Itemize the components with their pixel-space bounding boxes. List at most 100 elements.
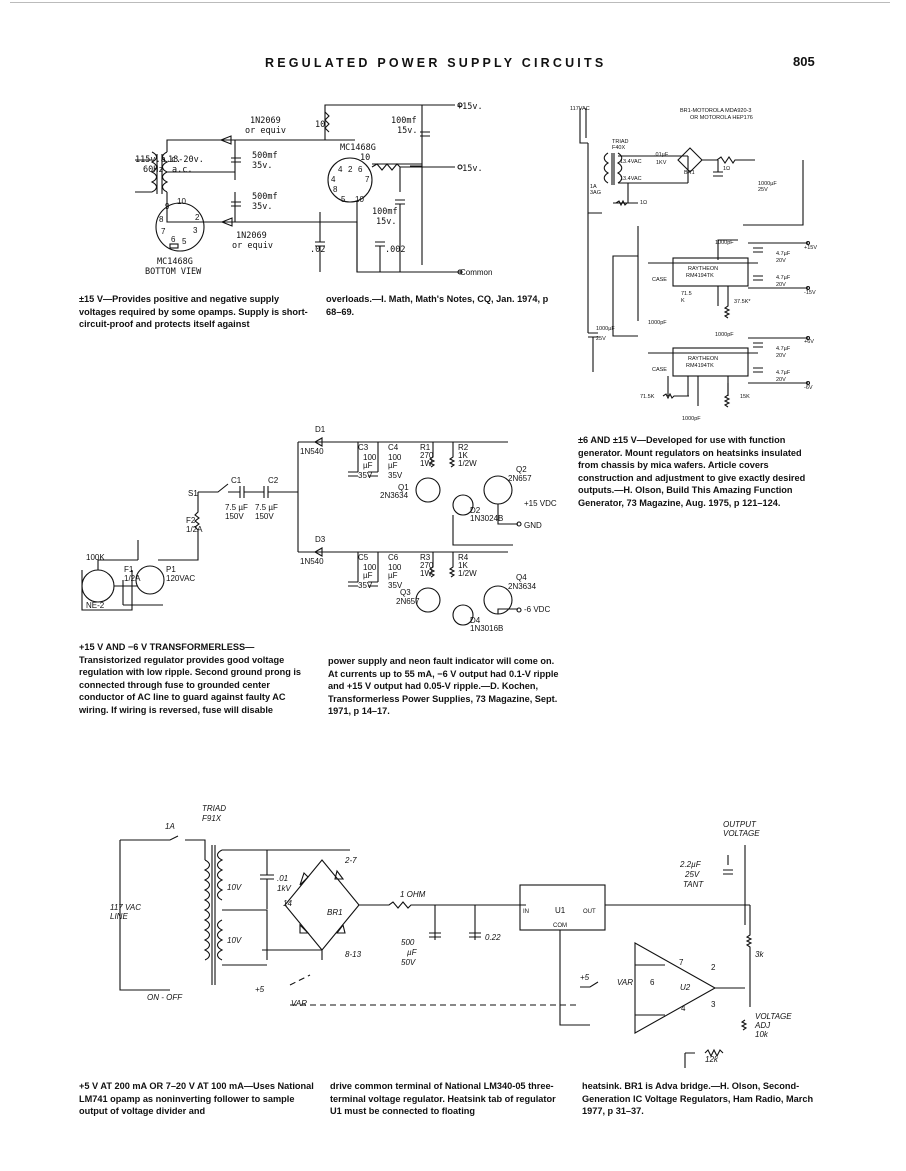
- label: Common: [460, 268, 492, 277]
- running-header: REGULATED POWER SUPPLY CIRCUITS: [265, 56, 607, 70]
- regulator-ic-1: [672, 257, 749, 287]
- label: 3k: [755, 950, 764, 959]
- label: 1N540: [300, 447, 324, 456]
- label: 1W: [420, 569, 432, 578]
- label: 10k: [755, 1030, 769, 1039]
- label: 100mf: [372, 207, 398, 217]
- label: MC1468G: [157, 257, 193, 267]
- label: 1000pF: [715, 332, 734, 338]
- label: RM4194TK: [686, 363, 714, 369]
- label: 2N657: [396, 597, 420, 606]
- diagram4-labels: TRIAD F91X 1A 117 VAC LINE ON - OFF 10V …: [110, 804, 792, 1064]
- caption-pm15v-col1: ±15 V—Provides positive and negative sup…: [79, 294, 308, 330]
- label: Q4: [516, 573, 527, 582]
- label: 500: [401, 938, 415, 947]
- label: 1K: [458, 561, 468, 570]
- label: C5: [358, 553, 369, 562]
- label: 14: [283, 899, 292, 908]
- label: .002: [385, 245, 405, 255]
- label: 1/2A: [124, 574, 141, 583]
- label: 2N3634: [508, 582, 537, 591]
- label: U2: [680, 983, 691, 992]
- label: 25V: [758, 187, 768, 193]
- label: TANT: [683, 880, 704, 889]
- label: 8-13: [345, 950, 362, 959]
- label: 2.2µF: [679, 860, 702, 869]
- label: TRIAD: [202, 804, 226, 813]
- schematic-pm6-pm15v: 117VAC BR1-MOTOROLA MDA920-3 OR MOTOROLA…: [570, 106, 817, 422]
- label: VOLTAGE: [755, 1012, 792, 1021]
- pin-label: 5: [182, 237, 187, 246]
- label: +15V: [804, 245, 817, 251]
- pin-label: 3: [193, 226, 198, 235]
- label: F91X: [202, 814, 222, 823]
- pin-label: 4: [338, 165, 343, 174]
- label: VAR: [291, 999, 307, 1008]
- label: 12k: [705, 1055, 719, 1064]
- label: BR1-MOTOROLA MDA920-3: [680, 108, 751, 114]
- label: R3: [420, 553, 431, 562]
- label: 1W: [420, 459, 432, 468]
- label: 4: [681, 1004, 686, 1013]
- pin-label: 8: [333, 185, 338, 194]
- label: +5: [255, 985, 265, 994]
- label: LINE: [110, 912, 128, 921]
- diagram1-labels: 1N2069 or equiv 10 100mf 15v. +15v. MC14…: [135, 102, 492, 277]
- label: 1Ω: [723, 166, 730, 172]
- label: 115v.a.c.: [135, 155, 181, 165]
- caption-variable-col2: drive common terminal of National LM340-…: [330, 1081, 556, 1117]
- label: D2: [470, 506, 481, 515]
- label: 270: [420, 561, 434, 570]
- label: OUTPUT: [723, 820, 757, 829]
- label: 100: [388, 563, 402, 572]
- label: 1N3024B: [470, 514, 503, 523]
- label: 1A: [165, 822, 175, 831]
- label: 35V: [388, 581, 403, 590]
- label: 7.5 µF: [255, 503, 278, 512]
- label: 117 VAC: [110, 903, 141, 912]
- label: 7.5 µF: [225, 503, 248, 512]
- label: 71.5K: [640, 394, 655, 400]
- label: 15v.: [376, 217, 396, 227]
- label: µF: [363, 571, 373, 580]
- label: 10: [360, 153, 370, 163]
- pin-label: 10: [355, 195, 364, 204]
- label: 117VAC: [570, 106, 590, 112]
- label: 35V: [358, 581, 373, 590]
- label: U1: [555, 906, 566, 915]
- label: 71.5: [681, 291, 692, 297]
- label: 100mf: [391, 116, 417, 126]
- label: 15v.: [397, 126, 417, 136]
- label: µF: [388, 571, 398, 580]
- scan-edge-line: [10, 2, 890, 3]
- label: S1: [188, 489, 198, 498]
- label: C2: [268, 476, 279, 485]
- schematic-variable-regulator: TRIAD F91X 1A 117 VAC LINE ON - OFF 10V …: [110, 804, 792, 1068]
- label: 500mf: [252, 151, 278, 161]
- label: 1K: [458, 451, 468, 460]
- label: 500mf: [252, 192, 278, 202]
- label: C4: [388, 443, 399, 452]
- label: 1000µF: [596, 326, 615, 332]
- pin-label: 7: [365, 175, 370, 184]
- label: 1000pF: [648, 320, 667, 326]
- label: 100: [363, 563, 377, 572]
- label: 10V: [227, 883, 242, 892]
- label: P1: [166, 565, 176, 574]
- label: -15V: [804, 290, 816, 296]
- label: Q2: [516, 465, 527, 474]
- label: .01: [277, 874, 288, 883]
- label: 10: [315, 120, 325, 130]
- label: 1kV: [277, 884, 291, 893]
- label: D4: [470, 616, 481, 625]
- label: VOLTAGE: [723, 829, 760, 838]
- label: 37.5K*: [734, 299, 751, 305]
- label: 3AG: [590, 190, 601, 196]
- label: Q3: [400, 588, 411, 597]
- pin-label: 2: [195, 213, 200, 222]
- label: 1N2069: [236, 231, 267, 241]
- label: ON - OFF: [147, 993, 183, 1002]
- label: 100K: [86, 553, 105, 562]
- label: 3: [711, 1000, 716, 1009]
- label: or equiv: [245, 126, 286, 136]
